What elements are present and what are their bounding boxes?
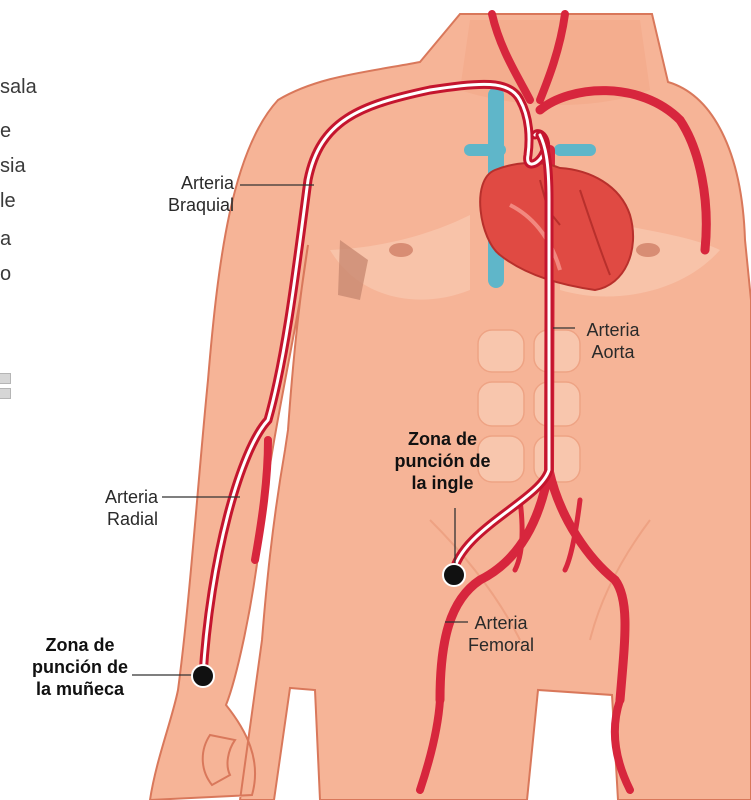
puncture-marker-ingle xyxy=(443,564,465,586)
text-fragment: sia xyxy=(0,155,26,178)
scroll-up-button[interactable] xyxy=(0,373,11,384)
text-fragment: e xyxy=(0,120,11,143)
label-zona-puncion-muneca: Zona de punción de la muñeca xyxy=(18,634,142,700)
puncture-marker-muneca xyxy=(192,665,214,687)
text-fragment: le xyxy=(0,190,16,213)
body-silhouette xyxy=(150,14,751,800)
label-zona-puncion-ingle: Zona de punción de la ingle xyxy=(385,428,500,494)
label-arteria-aorta: Arteria Aorta xyxy=(578,319,648,363)
text-fragment: o xyxy=(0,263,11,286)
text-fragment: sala xyxy=(0,76,37,99)
text-fragment: a xyxy=(0,228,11,251)
label-arteria-radial: Arteria Radial xyxy=(80,486,158,530)
label-arteria-femoral: Arteria Femoral xyxy=(460,612,542,656)
label-arteria-braquial: Arteria Braquial xyxy=(160,172,234,216)
scroll-down-button[interactable] xyxy=(0,388,11,399)
